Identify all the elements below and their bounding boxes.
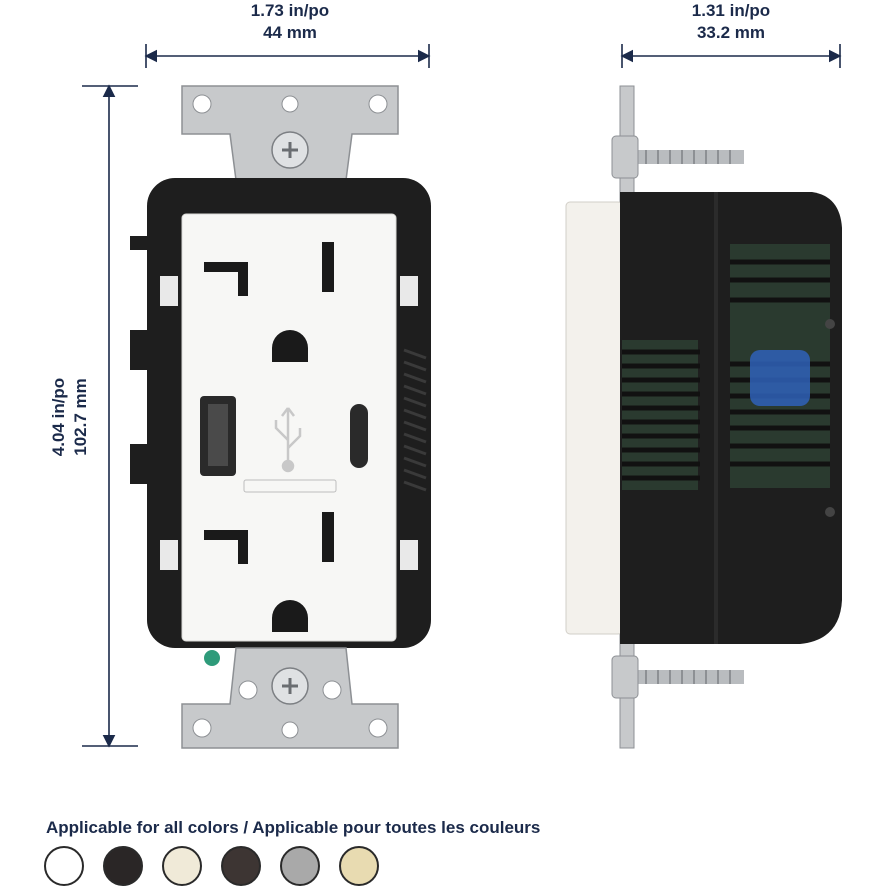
width-imperial: 1.73 in/po <box>250 1 330 20</box>
bottom-side-screw-icon <box>611 655 744 699</box>
upper-neutral-slot <box>322 242 334 292</box>
usb-rating-label <box>243 479 337 493</box>
top-side-screw-icon <box>611 135 744 179</box>
swatch-gray[interactable] <box>280 846 320 886</box>
swatch-light-almond[interactable] <box>162 846 202 886</box>
width-dimension-label: 1.73 in/po 44 mm <box>215 0 365 44</box>
swatch-brown[interactable] <box>221 846 261 886</box>
depth-imperial: 1.31 in/po <box>691 1 771 20</box>
caption-text: Applicable for all colors / Applicable p… <box>46 818 541 837</box>
upper-t-slot <box>204 262 248 296</box>
inductor-coil <box>750 350 810 406</box>
swatch-ivory[interactable] <box>339 846 379 886</box>
side-view <box>565 85 842 749</box>
upper-ground-hole <box>272 330 308 362</box>
ground-screw-icon <box>204 650 220 666</box>
side-vent-slats <box>622 259 830 481</box>
swatch-white[interactable] <box>44 846 84 886</box>
usb-icon <box>274 407 302 473</box>
usb-c-port <box>350 404 368 468</box>
height-dimension-line <box>82 84 138 748</box>
color-swatches <box>44 846 379 886</box>
side-faceplate-edge <box>565 201 623 635</box>
receptacle-diagram <box>82 44 842 749</box>
side-vent-ribs <box>403 348 427 492</box>
lower-t-slot <box>204 530 248 564</box>
front-view <box>130 85 431 749</box>
width-metric: 44 mm <box>263 23 317 42</box>
depth-dimension-line <box>620 44 842 68</box>
width-dimension-line <box>144 44 431 68</box>
swatch-black[interactable] <box>103 846 143 886</box>
depth-dimension-label: 1.31 in/po 33.2 mm <box>656 0 806 44</box>
depth-metric: 33.2 mm <box>696 23 766 42</box>
lower-neutral-slot <box>322 512 334 562</box>
lower-ground-hole <box>272 600 308 632</box>
